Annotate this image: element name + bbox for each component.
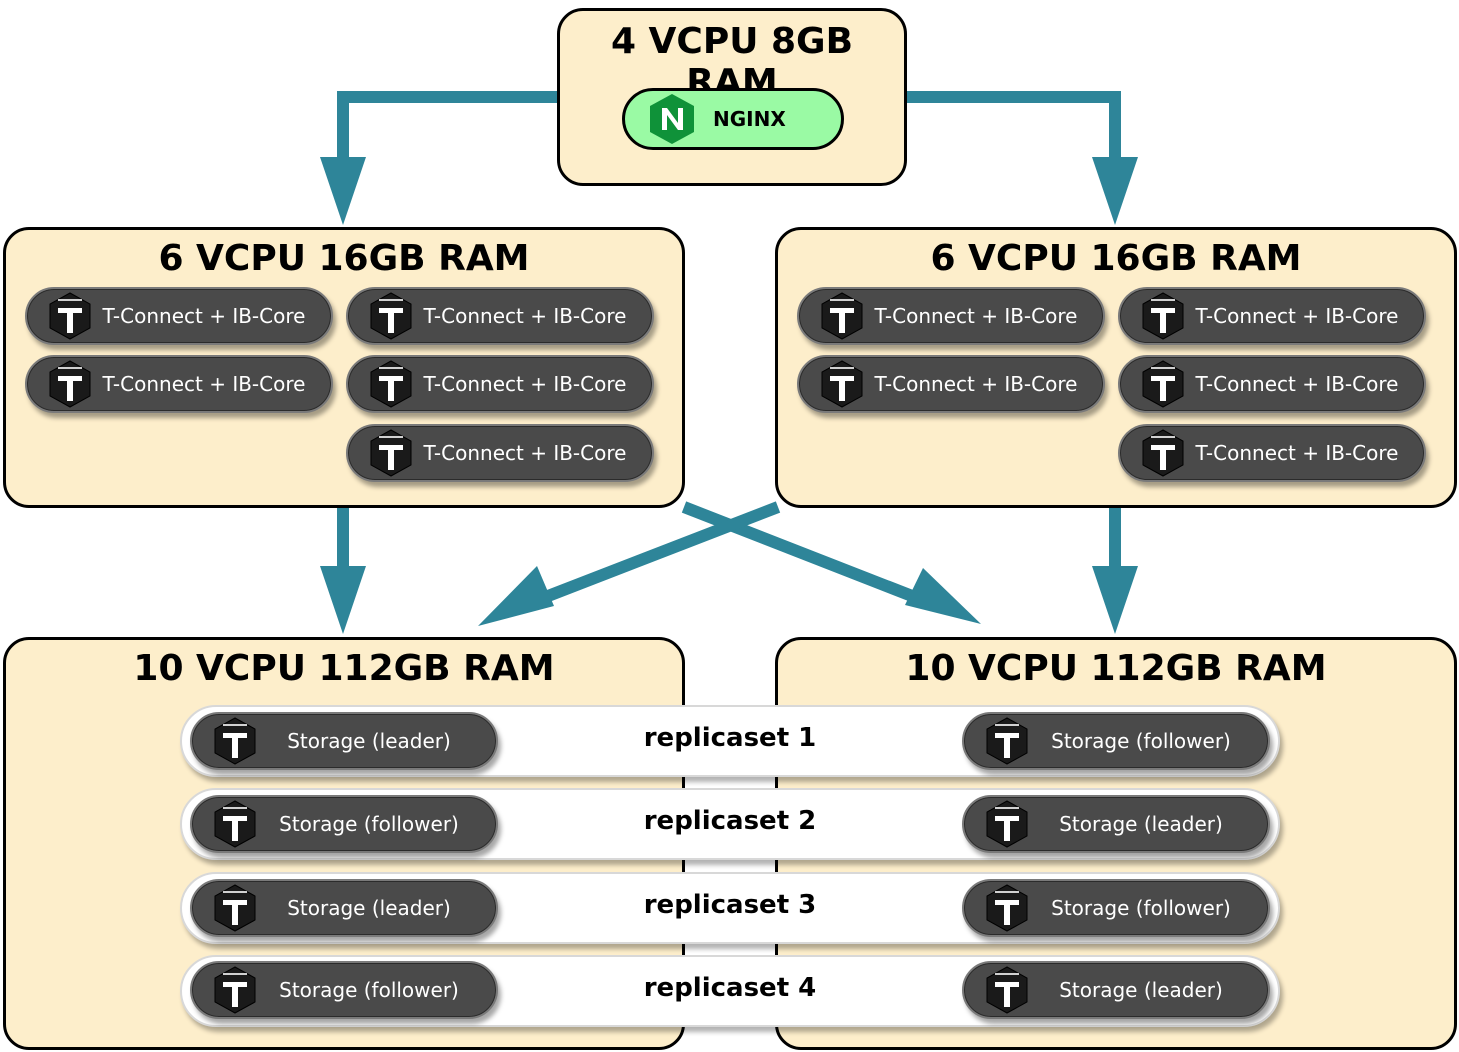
replicaset-label: replicaset 1 [643,723,817,753]
instance-pill: T-Connect + IB-Core [346,287,654,345]
storage-label: Storage (leader) [287,896,451,920]
tarantool-logo-icon [821,292,863,340]
storage-right-title: 10 VCPU 112GB RAM [905,648,1327,689]
instance-label: T-Connect + IB-Core [874,304,1078,328]
storage-pill: Storage (leader) [962,795,1270,853]
replicaset-label: replicaset 2 [643,806,817,836]
tarantool-logo-icon [1142,360,1184,408]
tarantool-logo-icon [370,429,412,477]
tarantool-logo-icon [821,360,863,408]
tarantool-logo-icon [49,292,91,340]
storage-label: Storage (follower) [1051,896,1231,920]
storage-label: Storage (leader) [1059,978,1223,1002]
instance-pill: T-Connect + IB-Core [1118,287,1426,345]
tarantool-logo-icon [1142,429,1184,477]
tarantool-logo-icon [986,717,1028,765]
storage-pill: Storage (follower) [962,712,1270,770]
storage-pill: Storage (follower) [962,879,1270,937]
nginx-logo-icon [650,94,694,144]
tarantool-logo-icon [370,360,412,408]
tarantool-logo-icon [49,360,91,408]
app-right-title: 6 VCPU 16GB RAM [930,238,1302,279]
storage-pill: Storage (leader) [962,961,1270,1019]
storage-label: Storage (follower) [1051,729,1231,753]
instance-pill: T-Connect + IB-Core [797,355,1105,413]
storage-label: Storage (leader) [287,729,451,753]
instance-label: T-Connect + IB-Core [102,304,306,328]
instance-label: T-Connect + IB-Core [423,372,627,396]
tarantool-logo-icon [986,800,1028,848]
storage-label: Storage (follower) [279,978,459,1002]
instance-pill: T-Connect + IB-Core [797,287,1105,345]
tarantool-logo-icon [986,966,1028,1014]
instance-label: T-Connect + IB-Core [423,304,627,328]
instance-pill: T-Connect + IB-Core [346,355,654,413]
nginx-service: NGINX [622,88,844,150]
storage-label: Storage (follower) [279,812,459,836]
storage-pill: Storage (follower) [190,795,498,853]
tarantool-logo-icon [370,292,412,340]
storage-pill: Storage (leader) [190,712,498,770]
instance-label: T-Connect + IB-Core [1195,372,1399,396]
instance-pill: T-Connect + IB-Core [1118,355,1426,413]
instance-pill: T-Connect + IB-Core [25,287,333,345]
replicaset-label: replicaset 3 [643,890,817,920]
replicaset-label: replicaset 4 [643,973,817,1003]
instance-label: T-Connect + IB-Core [423,441,627,465]
instance-label: T-Connect + IB-Core [1195,441,1399,465]
nginx-label: NGINX [713,107,786,131]
instance-label: T-Connect + IB-Core [102,372,306,396]
tarantool-logo-icon [214,884,256,932]
storage-left-title: 10 VCPU 112GB RAM [133,648,555,689]
tarantool-logo-icon [986,884,1028,932]
instance-pill: T-Connect + IB-Core [346,424,654,482]
storage-pill: Storage (leader) [190,879,498,937]
tarantool-logo-icon [214,966,256,1014]
instance-pill: T-Connect + IB-Core [1118,424,1426,482]
instance-label: T-Connect + IB-Core [874,372,1078,396]
storage-label: Storage (leader) [1059,812,1223,836]
storage-pill: Storage (follower) [190,961,498,1019]
tarantool-logo-icon [214,800,256,848]
tarantool-logo-icon [1142,292,1184,340]
tarantool-logo-icon [214,717,256,765]
instance-label: T-Connect + IB-Core [1195,304,1399,328]
instance-pill: T-Connect + IB-Core [25,355,333,413]
app-left-title: 6 VCPU 16GB RAM [158,238,530,279]
